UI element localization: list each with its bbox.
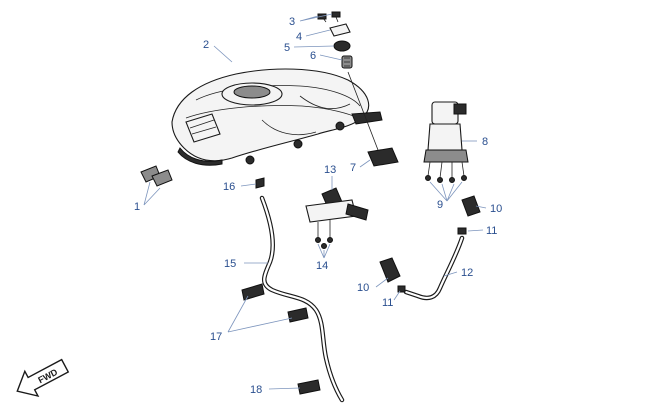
leader-lines (143, 13, 487, 390)
cap-bolt-stack (317, 11, 353, 69)
fuel-valve (305, 187, 369, 249)
callout-3: 3 (289, 16, 295, 28)
callout-11-upper: 11 (486, 225, 497, 237)
callout-16: 16 (223, 181, 235, 193)
upper-hose-fitting (457, 195, 481, 235)
callout-18: 18 (250, 384, 262, 396)
callout-13: 13 (324, 164, 336, 176)
callout-12: 12 (461, 267, 473, 279)
callout-7: 7 (350, 162, 356, 174)
callout-15: 15 (224, 258, 236, 270)
callout-1: 1 (134, 201, 140, 213)
callout-9: 9 (437, 199, 443, 211)
breather-tube (241, 177, 345, 403)
callout-11-lower: 11 (382, 297, 393, 309)
lower-hose-fitting (379, 257, 406, 293)
callout-2: 2 (203, 39, 209, 51)
callout-10-upper: 10 (490, 203, 502, 215)
callout-5: 5 (284, 42, 290, 54)
callout-6: 6 (310, 50, 316, 62)
callout-17: 17 (210, 331, 222, 343)
front-arrow-icon: FWD (16, 358, 70, 398)
callout-8: 8 (482, 136, 488, 148)
tank-pad (347, 71, 399, 167)
callout-numbers: 1 2 3 4 5 6 7 8 9 10 10 11 11 12 13 14 1… (134, 16, 502, 396)
fuel-hose (403, 235, 465, 301)
rubber-mounts (140, 165, 173, 187)
callout-10-lower: 10 (357, 282, 369, 294)
fuel-tank (171, 68, 383, 166)
fuel-pump (423, 101, 469, 183)
callout-4: 4 (296, 31, 302, 43)
callout-14: 14 (316, 260, 328, 272)
